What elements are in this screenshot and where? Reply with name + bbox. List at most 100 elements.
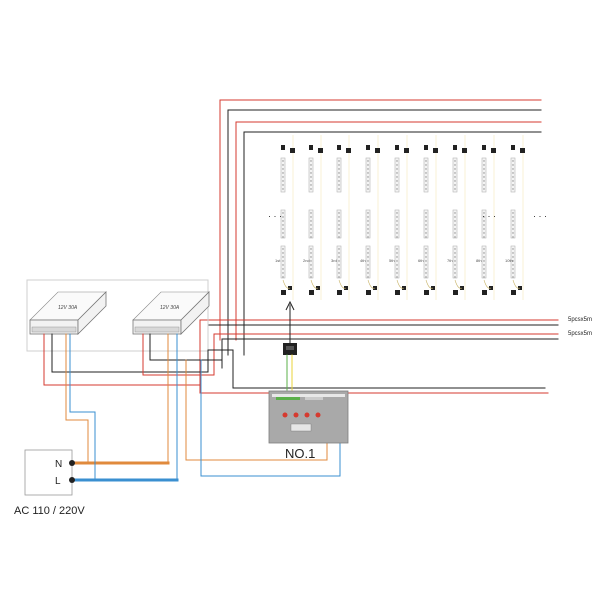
- connector-icon: [462, 148, 467, 153]
- controller-button-1[interactable]: [282, 412, 288, 418]
- connector-icon: [395, 290, 400, 295]
- connector-icon: [491, 148, 496, 153]
- connector-icon: [290, 148, 295, 153]
- led-strip-icon: [481, 157, 487, 193]
- led-strip-icon: [365, 245, 371, 279]
- led-strip-icon: [481, 245, 487, 279]
- connector-icon: [453, 145, 457, 150]
- led-strip-column: 6th: [418, 135, 438, 300]
- controller-icon: [268, 390, 349, 444]
- psu-output-wiring: [43, 333, 549, 394]
- terminal-n-label: N: [55, 459, 62, 470]
- strip-label: 2nd: [303, 258, 310, 263]
- led-strip-icon: [510, 157, 516, 193]
- ac-feed-wiring: [65, 333, 341, 482]
- connector-icon: [281, 145, 285, 150]
- led-strip-array: 1st 2nd 3rd 4th 5th 6th 7th 8th 10th: [275, 135, 525, 300]
- terminal-n-dot: [69, 460, 75, 466]
- led-strip-column: 3rd: [331, 135, 351, 300]
- psu-2-terminals: [134, 326, 180, 333]
- connector-icon: [309, 290, 314, 295]
- led-strip-column: 1st: [275, 135, 295, 300]
- controller-button-2[interactable]: [293, 412, 299, 418]
- led-strip-icon: [423, 157, 429, 193]
- controller-display: [290, 423, 312, 432]
- connector-icon: [453, 290, 458, 295]
- strip-label: 10th: [505, 258, 513, 263]
- connector-icon: [404, 148, 409, 153]
- led-strip-icon: [308, 209, 314, 239]
- led-strip-icon: [336, 245, 342, 279]
- led-strip-icon: [394, 209, 400, 239]
- led-strip-icon: [394, 157, 400, 193]
- strip-label: 7th: [447, 258, 453, 263]
- led-strip-icon: [308, 157, 314, 193]
- led-strip-icon: [510, 245, 516, 279]
- led-strip-column: 8th: [476, 135, 496, 300]
- led-strip-icon: [365, 209, 371, 239]
- connector-icon: [281, 290, 286, 295]
- connector-icon: [511, 145, 515, 150]
- led-strip-icon: [336, 209, 342, 239]
- led-strip-icon: [452, 209, 458, 239]
- led-strip-column: 2nd: [303, 135, 323, 300]
- connector-icon: [395, 145, 399, 150]
- led-strip-icon: [280, 245, 286, 279]
- led-strip-column: 5th: [389, 135, 409, 300]
- strip-label: 3rd: [331, 258, 337, 263]
- ellipsis-right: · · ·: [482, 211, 496, 221]
- output-label-2: 5pcsx5m: [568, 331, 592, 337]
- connector-icon: [318, 148, 323, 153]
- strip-label: 5th: [389, 258, 395, 263]
- top-bus: [219, 99, 542, 356]
- led-strip-icon: [423, 245, 429, 279]
- ac-socket-icon: [24, 449, 75, 496]
- led-strip-column: 7th: [447, 135, 467, 300]
- connector-icon: [309, 145, 313, 150]
- connector-icon: [337, 290, 342, 295]
- connector-icon: [520, 148, 525, 153]
- led-strip-column: 4th: [360, 135, 380, 300]
- connector-icon: [366, 145, 370, 150]
- connector-icon: [424, 145, 428, 150]
- output-label-1: 5pcsx5m: [568, 317, 592, 323]
- led-strip-icon: [280, 157, 286, 193]
- connector-icon: [346, 148, 351, 153]
- power-supply-2: [132, 291, 210, 335]
- terminal-l-dot: [69, 477, 75, 483]
- ellipsis-far-right: · · ·: [533, 211, 547, 221]
- connector-icon: [375, 148, 380, 153]
- led-strip-icon: [452, 157, 458, 193]
- strip-label: 4th: [360, 258, 366, 263]
- psu-2-rating: 12V 30A: [160, 305, 180, 311]
- controller-button-3[interactable]: [304, 412, 310, 418]
- signal-connector: [283, 300, 297, 391]
- led-strip-icon: [481, 209, 487, 239]
- connector-icon: [482, 290, 487, 295]
- controller-name: NO.1: [285, 446, 315, 461]
- terminal-l-label: L: [55, 476, 61, 487]
- ellipsis-left: · · ·: [268, 211, 282, 221]
- led-strip-icon: [308, 245, 314, 279]
- led-strip-icon: [365, 157, 371, 193]
- connector-icon: [424, 290, 429, 295]
- led-strip-icon: [336, 157, 342, 193]
- psu-1-terminals: [31, 326, 77, 333]
- connector-icon: [366, 290, 371, 295]
- led-strip-icon: [423, 209, 429, 239]
- led-strip-column: 10th: [505, 135, 525, 300]
- strip-label: 6th: [418, 258, 424, 263]
- led-strip-icon: [452, 245, 458, 279]
- power-supply-1: [29, 291, 107, 335]
- psu-1-rating: 12V 30A: [58, 305, 78, 311]
- led-strip-icon: [510, 209, 516, 239]
- connector-icon: [511, 290, 516, 295]
- led-strip-icon: [280, 209, 286, 239]
- led-strip-icon: [394, 245, 400, 279]
- ac-source-label: AC 110 / 220V: [14, 505, 85, 517]
- strip-label: 8th: [476, 258, 482, 263]
- controller-button-4[interactable]: [315, 412, 321, 418]
- psu-enclosure: [26, 279, 209, 352]
- connector-icon: [337, 145, 341, 150]
